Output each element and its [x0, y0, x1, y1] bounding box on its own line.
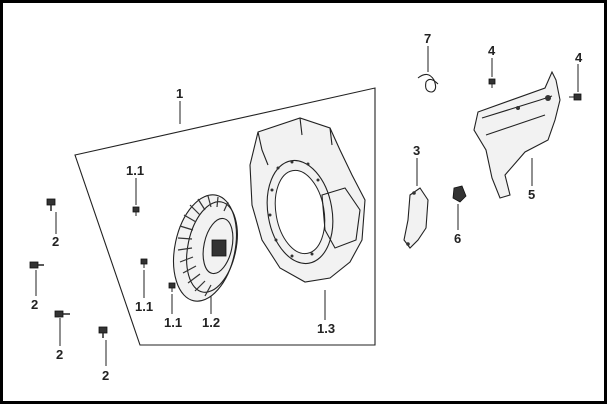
callout-2-c: 2 — [56, 347, 63, 362]
callout-6: 6 — [454, 231, 461, 246]
callout-7: 7 — [424, 31, 431, 46]
callout-5: 5 — [528, 187, 535, 202]
assembly-1-outline — [74, 87, 376, 346]
screw-1-1-c — [168, 282, 176, 292]
callout-3: 3 — [413, 143, 420, 158]
callout-4-b: 4 — [575, 50, 583, 65]
callout-1-1-c: 1.1 — [164, 315, 182, 330]
part-3-bracket-plate — [403, 187, 429, 249]
part-5-air-guide — [473, 70, 561, 199]
part-1-3-blower-housing — [249, 117, 366, 283]
bolt-4-a — [488, 78, 496, 88]
callout-1-1-b: 1.1 — [135, 299, 153, 314]
callout-1: 1 — [176, 86, 183, 101]
bolt-2-b — [29, 261, 44, 269]
screw-1-1-a — [132, 206, 140, 216]
part-1-2-starter-housing — [173, 194, 238, 302]
callout-1-1-a: 1.1 — [126, 163, 144, 178]
screw-1-1-b — [140, 258, 148, 268]
bolt-4-b — [569, 93, 582, 101]
part-6-clip — [452, 185, 467, 203]
callout-2-a: 2 — [52, 234, 59, 249]
bolt-2-c — [54, 310, 70, 318]
callout-2-d: 2 — [102, 368, 109, 383]
callout-2-b: 2 — [31, 297, 38, 312]
callout-4-a: 4 — [488, 43, 496, 58]
part-7-spring-clip — [417, 73, 439, 93]
bolt-2-a — [46, 198, 56, 211]
callout-1-2: 1.2 — [202, 315, 220, 330]
callout-1-3: 1.3 — [317, 321, 335, 336]
bolt-2-d — [98, 326, 108, 338]
